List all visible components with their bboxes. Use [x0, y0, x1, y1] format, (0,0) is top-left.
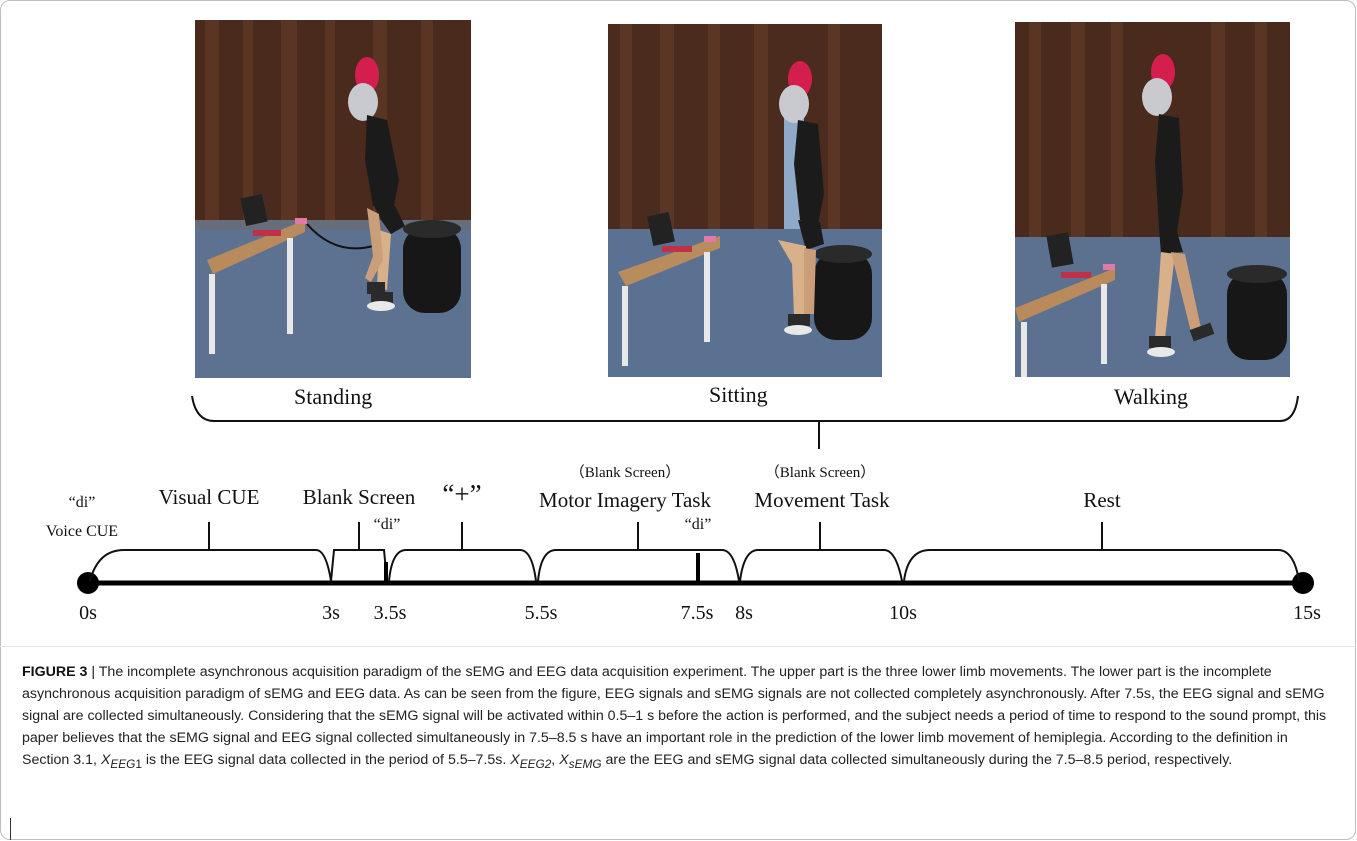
- tick-3s: 3s: [322, 602, 340, 624]
- phase-visual-cue: Visual CUE: [159, 485, 260, 509]
- voice-cue-label: Voice CUE: [46, 523, 118, 540]
- timeline-end-dot: [1292, 572, 1314, 594]
- phase-motor-imagery-sublabel: （Blank Screen）: [570, 464, 680, 481]
- scene-label-walking: Walking: [1114, 384, 1188, 409]
- scenes-bracket: [191, 395, 1299, 422]
- tick-8s: 8s: [735, 602, 753, 624]
- scene-label-standing: Standing: [294, 384, 373, 409]
- di-marker-1: “di”: [374, 516, 401, 533]
- walking-photo: [1015, 22, 1290, 377]
- phase-rest: Rest: [1083, 488, 1121, 512]
- caption-text-3: are the EEG and sEMG signal data collect…: [601, 752, 1233, 768]
- symbol-x-eeg1-index: 1: [135, 756, 142, 771]
- brace-blank-screen: [330, 549, 388, 582]
- phase-movement: Movement Task: [754, 488, 890, 512]
- caption-text-2: is the EEG signal data collected in the …: [141, 752, 507, 768]
- di-marker-2: “di”: [685, 516, 712, 533]
- caption-comma: ,: [551, 752, 556, 768]
- brace-plus: [388, 549, 537, 582]
- symbol-x-eeg2: XEEG2: [510, 752, 552, 771]
- standing-photo: [195, 20, 471, 378]
- symbol-x-eeg1: XEEG: [100, 752, 136, 771]
- phase-plus: “+”: [442, 479, 481, 509]
- caption-divider: [0, 646, 1356, 647]
- voice-cue-di: “di”: [69, 494, 96, 511]
- phase-blank-screen: Blank Screen: [303, 485, 416, 509]
- tick-5-5s: 5.5s: [525, 602, 558, 624]
- figure-caption: FIGURE 3 | The incomplete asynchronous a…: [22, 661, 1332, 775]
- phase-motor-imagery: Motor Imagery Task: [539, 488, 711, 512]
- tick-0s: 0s: [79, 602, 97, 624]
- brace-visual-cue: [89, 549, 332, 582]
- phase-movement-sublabel: （Blank Screen）: [765, 464, 875, 481]
- caption-text-1: The incomplete asynchronous acquisition …: [22, 664, 1327, 768]
- scene-label-sitting: Sitting: [709, 382, 768, 407]
- symbol-x-semg: XsEMG: [559, 752, 602, 771]
- figure-label: FIGURE 3: [22, 664, 88, 680]
- caption-separator: |: [91, 664, 96, 680]
- tick-10s: 10s: [889, 602, 917, 624]
- brace-movement: [739, 549, 903, 582]
- brace-motor-imagery: [537, 549, 740, 582]
- timeline-diagram: “di” Voice CUE Visual CUE Blank Screen “…: [46, 395, 1321, 624]
- tick-15s: 15s: [1293, 602, 1321, 624]
- sitting-photo: [608, 24, 882, 377]
- tick-3-5s: 3.5s: [374, 602, 407, 624]
- timeline-start-dot: [77, 572, 99, 594]
- brace-rest: [903, 549, 1300, 582]
- tick-7-5s: 7.5s: [681, 602, 714, 624]
- page-edge-rule: [10, 818, 11, 840]
